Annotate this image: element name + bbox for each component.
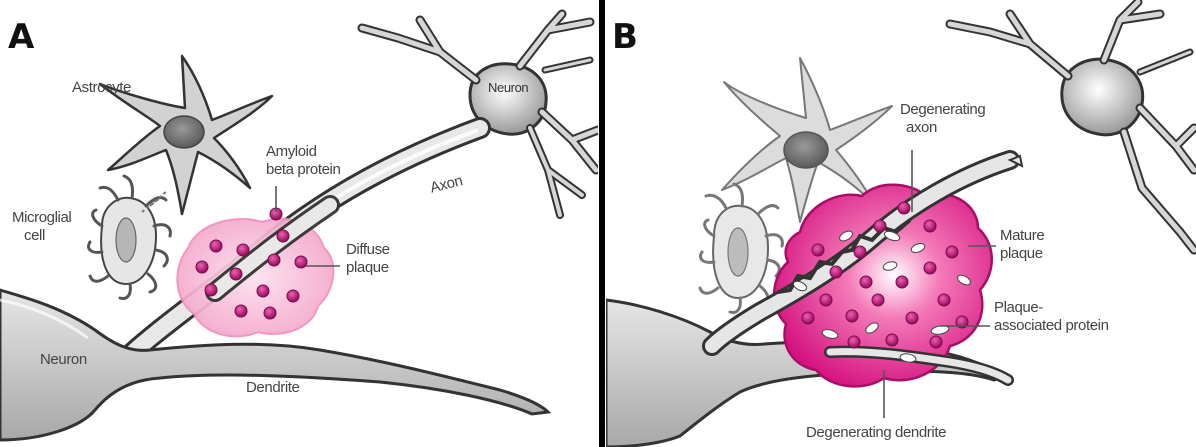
mature-plaque-label-line1: Mature <box>1000 227 1044 244</box>
amyloid-dot <box>196 261 208 273</box>
amyloid-dot <box>268 254 280 266</box>
amyloid-dot <box>295 256 307 268</box>
diffuse-label-line1: Diffuse <box>346 241 390 258</box>
diffuse-label-line2: plaque <box>346 259 389 276</box>
axon-label: Axon <box>428 172 464 196</box>
amyloid-dot <box>906 312 918 324</box>
astrocyte-label: Astrocyte <box>72 79 131 96</box>
amyloid-label-line2: beta protein <box>266 161 340 178</box>
amyloid-dot <box>924 262 936 274</box>
panel-b: B Degenerating axon Mature plaque Plaque… <box>606 2 1194 447</box>
amyloid-dot <box>930 336 942 348</box>
amyloid-dot <box>830 266 842 278</box>
amyloid-dot <box>257 285 269 297</box>
amyloid-dot <box>210 240 222 252</box>
dendrite-label: Dendrite <box>246 379 300 396</box>
neuron-top-label: Neuron <box>488 80 528 95</box>
amyloid-dot <box>874 220 886 232</box>
diffuse-plaque <box>177 219 333 337</box>
amyloid-dot <box>205 284 217 296</box>
amyloid-dot <box>896 276 908 288</box>
microglial-label-line2: cell <box>24 227 45 244</box>
amyloid-dot <box>820 294 832 306</box>
panel-b-letter: B <box>612 17 638 57</box>
panel-a-letter: A <box>8 17 35 57</box>
mature-plaque-label-line2: plaque <box>1000 245 1043 262</box>
amyloid-dot <box>946 246 958 258</box>
amyloid-dot <box>886 334 898 346</box>
amyloid-dot <box>924 220 936 232</box>
amyloid-dot <box>277 230 289 242</box>
neuron-top-a <box>362 14 598 215</box>
amyloid-dot <box>230 268 242 280</box>
amyloid-dot <box>854 246 866 258</box>
degenerating-axon-label-line1: Degenerating <box>900 101 985 118</box>
degenerating-dendrite-label: Degenerating dendrite <box>806 424 946 441</box>
amyloid-dot <box>846 310 858 322</box>
amyloid-dot <box>938 294 950 306</box>
microglial-cell-b <box>700 184 782 312</box>
amyloid-dot <box>860 276 872 288</box>
amyloid-dot <box>898 202 910 214</box>
amyloid-label-line1: Amyloid <box>266 143 317 160</box>
amyloid-dot <box>848 336 860 348</box>
neuron-bottom-label: Neuron <box>40 351 87 368</box>
amyloid-dot <box>872 294 884 306</box>
amyloid-dot <box>264 307 276 319</box>
amyloid-dot <box>235 305 247 317</box>
amyloid-dot <box>237 244 249 256</box>
plaque-assoc-label-line2: associated protein <box>994 317 1109 334</box>
amyloid-dot <box>287 290 299 302</box>
neuron-top-b <box>950 2 1194 250</box>
amyloid-dot <box>802 312 814 324</box>
amyloid-dot <box>812 244 824 256</box>
microglial-label-line1: Microglial <box>12 209 71 226</box>
panel-a: A Astrocyte Neuron Amyloid beta protein … <box>0 14 598 440</box>
microglial-cell <box>89 176 171 298</box>
degenerating-axon-label-line2: axon <box>906 119 937 136</box>
panel-divider <box>599 0 605 447</box>
plaque-assoc-label-line1: Plaque- <box>994 299 1043 316</box>
